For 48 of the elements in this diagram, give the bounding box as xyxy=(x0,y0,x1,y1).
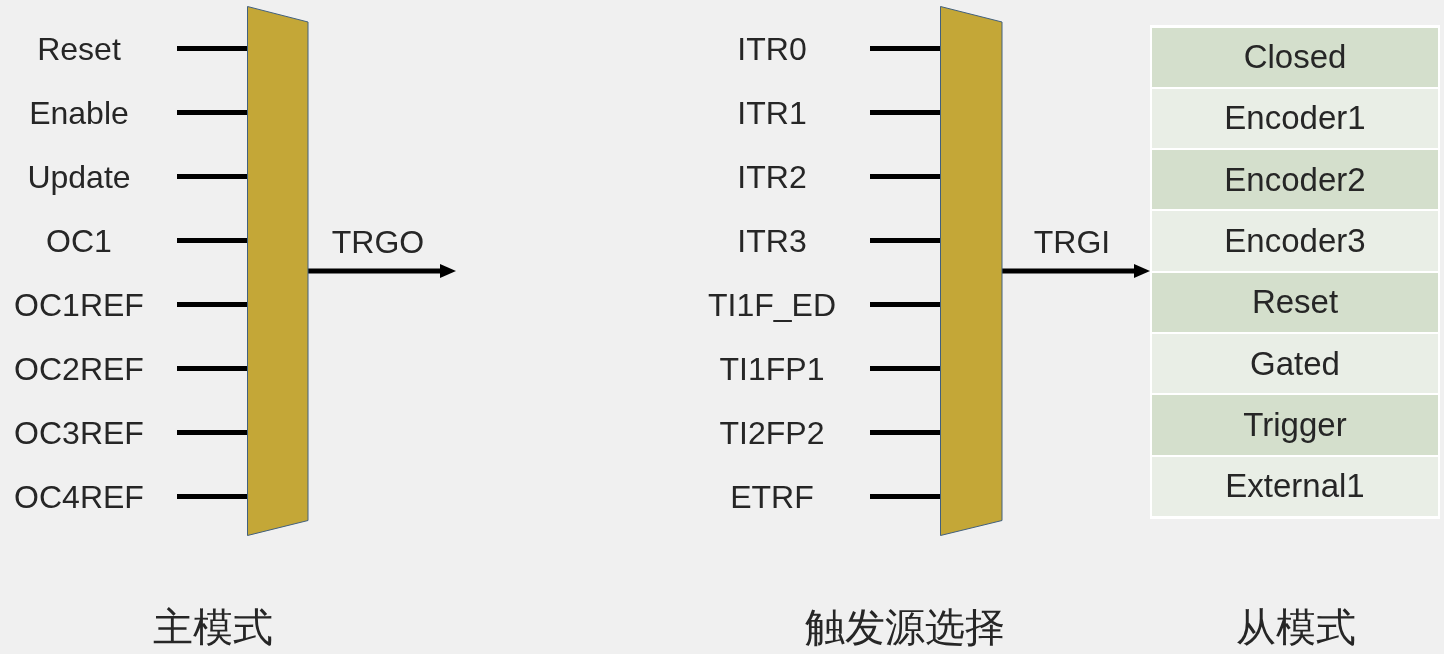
signal-label: OC2REF xyxy=(14,348,144,389)
table-row: Trigger xyxy=(1152,395,1438,455)
signal-label: Reset xyxy=(37,28,121,69)
signal-label: ITR0 xyxy=(737,28,807,69)
input-line xyxy=(177,110,247,115)
signal-label: ETRF xyxy=(730,476,814,517)
table-row: Encoder2 xyxy=(1152,150,1438,210)
input-line xyxy=(870,110,940,115)
input-line xyxy=(870,430,940,435)
signal-label: TI1FP1 xyxy=(719,348,825,389)
input-line xyxy=(870,366,940,371)
output-arrow xyxy=(1002,264,1150,278)
input-line xyxy=(177,238,247,243)
signal-label: OC4REF xyxy=(14,476,144,517)
table-row: Closed xyxy=(1152,27,1438,87)
mode-table xyxy=(1150,25,1440,519)
input-line xyxy=(177,46,247,51)
signal-label: ITR1 xyxy=(737,92,807,133)
input-line xyxy=(177,366,247,371)
signal-label: OC1 xyxy=(46,220,112,261)
section-caption: 从模式 xyxy=(1236,604,1356,651)
signal-label: Enable xyxy=(29,92,129,133)
table-row: External1 xyxy=(1152,456,1438,516)
signal-label: OC1REF xyxy=(14,284,144,325)
table-row: Encoder3 xyxy=(1152,211,1438,271)
input-line xyxy=(177,174,247,179)
multiplexer-shape xyxy=(247,6,309,536)
input-line xyxy=(870,494,940,499)
signal-label: OC3REF xyxy=(14,412,144,453)
section-caption: 触发源选择 xyxy=(805,604,1005,651)
input-line xyxy=(870,238,940,243)
signal-label: TI2FP2 xyxy=(719,412,825,453)
input-line xyxy=(177,494,247,499)
input-line xyxy=(870,174,940,179)
section-caption: 主模式 xyxy=(153,604,273,651)
input-line xyxy=(870,302,940,307)
signal-label: Update xyxy=(27,156,131,197)
output-arrow xyxy=(308,264,456,278)
input-line xyxy=(177,302,247,307)
signal-label: ITR2 xyxy=(737,156,807,197)
input-line xyxy=(177,430,247,435)
multiplexer-shape xyxy=(940,6,1003,536)
input-line xyxy=(870,46,940,51)
signal-label: ITR3 xyxy=(737,220,807,261)
table-row: Encoder1 xyxy=(1152,88,1438,149)
table-row: Reset xyxy=(1152,272,1438,332)
signal-label: TI1F_ED xyxy=(708,284,836,325)
table-row: Gated xyxy=(1152,334,1438,394)
